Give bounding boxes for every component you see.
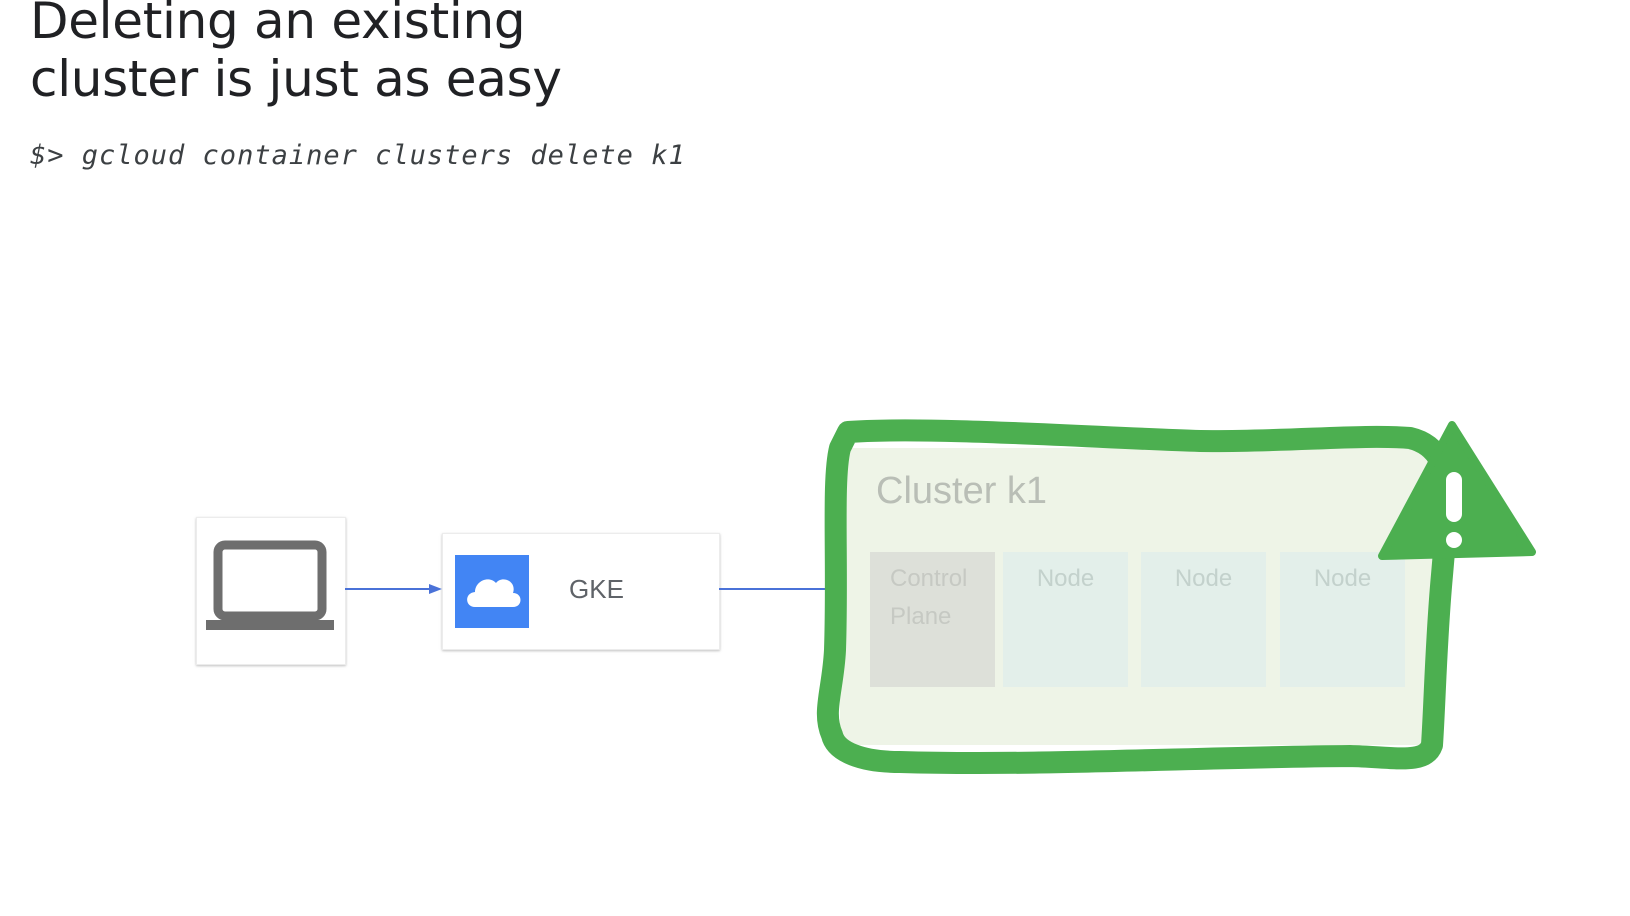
arrow-laptop-to-gke <box>345 584 442 594</box>
control-plane-label-line-1: Control <box>890 565 968 592</box>
cloud-icon <box>467 579 521 607</box>
arrow-gke-to-cluster <box>719 584 844 594</box>
control-plane-label-line-2: Plane <box>890 603 952 630</box>
gke-label: GKE <box>569 574 624 604</box>
laptop-card <box>196 517 346 665</box>
node-tile-3: Node <box>1280 552 1405 687</box>
slide-title-line-2: cluster is just as easy <box>30 50 562 108</box>
gke-card: GKE <box>442 533 720 650</box>
slide-title: Deleting an existing cluster is just as … <box>30 0 730 108</box>
gcloud-command: $> gcloud container clusters delete k1 <box>30 140 686 171</box>
gke-logo <box>455 555 529 628</box>
control-plane-tile: Control Plane <box>870 552 995 687</box>
node-tile-2: Node <box>1141 552 1266 687</box>
cluster-title: Cluster k1 <box>876 470 1048 512</box>
laptop-icon <box>206 540 334 630</box>
slide-title-line-1: Deleting an existing <box>30 0 526 50</box>
node-tile-1: Node <box>1003 552 1128 687</box>
